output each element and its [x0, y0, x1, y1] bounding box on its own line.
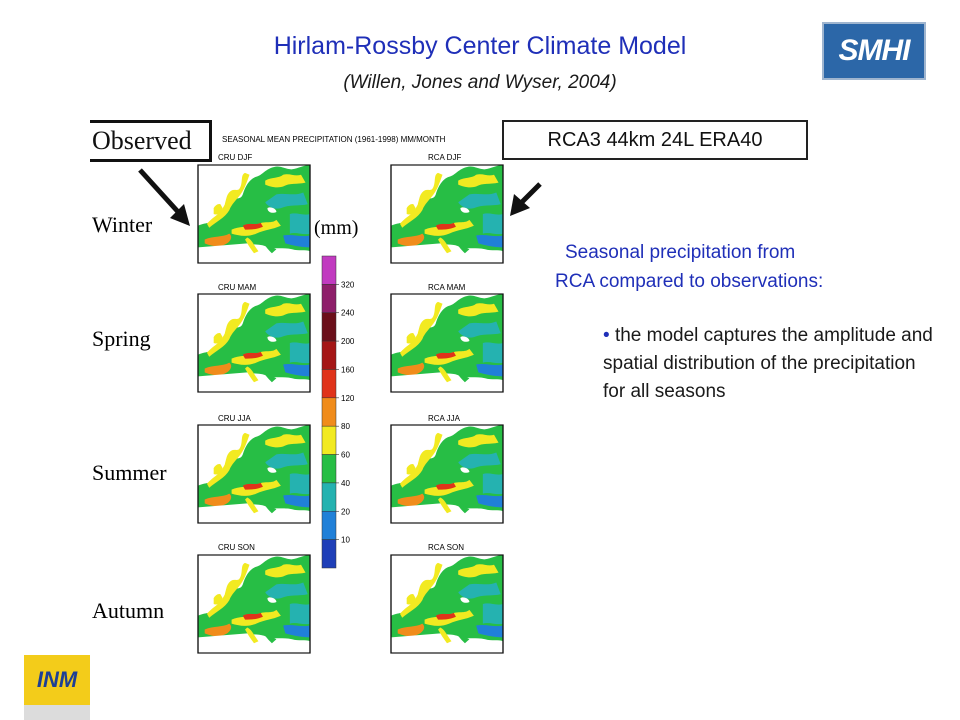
obs-caption-winter: CRU DJF: [218, 153, 252, 162]
map-obs-autumn: [197, 554, 311, 654]
inm-logo-text: INM: [36, 667, 78, 692]
inm-logo-base: [24, 705, 90, 720]
colorbar-segment: [321, 312, 337, 342]
colorbar-segment: [321, 482, 337, 512]
slide-subtitle: (Willen, Jones and Wyser, 2004): [343, 72, 617, 93]
bullet-text: the model captures the amplitude and spa…: [603, 325, 933, 402]
obs-caption-autumn: CRU SON: [218, 543, 255, 552]
model-caption-autumn: RCA SON: [428, 543, 464, 552]
map-obs-summer: [197, 424, 311, 524]
map-obs-spring: [197, 293, 311, 393]
colorbar-segment: [321, 397, 337, 427]
colorbar-unit-label: (mm): [314, 217, 358, 239]
description-heading: Seasonal precipitation from RCA compared…: [555, 238, 945, 296]
map-model-winter: [390, 164, 504, 264]
description-heading-line2: RCA compared to observations:: [555, 271, 824, 292]
smhi-logo: SMHI: [822, 22, 926, 80]
slide-title: Hirlam-Rossby Center Climate Model: [273, 32, 687, 60]
colorbar-segment: [321, 539, 337, 569]
model-caption-winter: RCA DJF: [428, 153, 461, 162]
colorbar-segment: [321, 255, 337, 285]
colorbar-segment: [321, 425, 337, 455]
colorbar-tick-label: 20: [341, 507, 350, 516]
description-heading-line1: Seasonal precipitation from: [565, 242, 796, 263]
colorbar-segment: [321, 340, 337, 370]
bullet-dot-icon: •: [603, 325, 610, 346]
precipitation-figure: SEASONAL MEAN PRECIPITATION (1961-1998) …: [92, 135, 542, 654]
map-obs-winter: [197, 164, 311, 264]
inm-logo: INM: [24, 655, 90, 705]
season-label-winter: Winter: [92, 212, 153, 237]
map-model-spring: [390, 293, 504, 393]
colorbar-tick-label: 200: [341, 337, 355, 346]
map-model-autumn: [390, 554, 504, 654]
season-label-summer: Summer: [92, 460, 167, 485]
smhi-logo-text: SMHI: [838, 34, 911, 67]
colorbar-segment: [321, 284, 337, 313]
arrow-observed-icon: [138, 168, 190, 226]
season-label-autumn: Autumn: [92, 598, 164, 623]
colorbar-tick-label: 120: [341, 394, 355, 403]
colorbar-tick-label: 10: [341, 536, 350, 545]
colorbar: [321, 255, 337, 569]
model-label: RCA3 44km 24L ERA40: [502, 120, 808, 160]
colorbar-ticks: 320 240 200 160 120 80 60 40 20 10: [336, 280, 355, 545]
colorbar-tick-label: 80: [341, 422, 350, 431]
colorbar-tick-label: 40: [341, 479, 350, 488]
colorbar-segment: [321, 454, 337, 484]
colorbar-segment: [321, 511, 337, 540]
arrow-model-icon: [510, 182, 542, 216]
colorbar-tick-label: 60: [341, 451, 350, 460]
obs-caption-spring: CRU MAM: [218, 283, 257, 292]
colorbar-tick-label: 320: [341, 280, 355, 289]
bullet-point: • the model captures the amplitude and s…: [603, 322, 943, 406]
colorbar-tick-label: 240: [341, 309, 355, 318]
model-caption-summer: RCA JJA: [428, 414, 461, 423]
model-caption-spring: RCA MAM: [428, 283, 466, 292]
season-label-spring: Spring: [92, 326, 151, 351]
obs-caption-summer: CRU JJA: [218, 414, 252, 423]
map-model-summer: [390, 424, 504, 524]
colorbar-tick-label: 160: [341, 365, 355, 374]
observed-label: Observed: [90, 120, 212, 162]
colorbar-segment: [321, 369, 337, 399]
figure-heading: SEASONAL MEAN PRECIPITATION (1961-1998) …: [222, 135, 446, 144]
